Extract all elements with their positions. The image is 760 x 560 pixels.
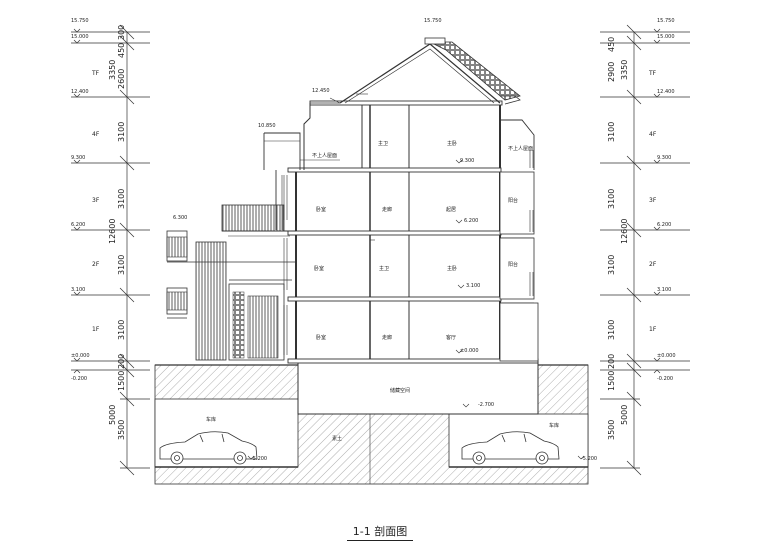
dim-value: 1500: [117, 371, 126, 391]
room-label: 不上人屋面: [508, 145, 533, 152]
car-right: [461, 431, 560, 465]
storage-room: [297, 360, 539, 415]
left-floor-label: 1F: [92, 326, 100, 333]
left-dimension-chain: [71, 24, 150, 476]
room-label: 主卧: [447, 140, 457, 147]
level-label: 3.100: [466, 283, 480, 289]
right-floor-label: 4F: [649, 131, 657, 138]
dim-value: 3350: [620, 60, 629, 80]
dim-value: 200: [117, 354, 126, 369]
right-elevation-label: -0.200: [657, 376, 673, 382]
room-label: 素土: [332, 435, 342, 442]
left-floor-label: 4F: [92, 131, 100, 138]
level-label: -5.200: [581, 456, 597, 462]
room-label: 卧室: [314, 265, 324, 272]
ground-and-basement: [154, 360, 589, 485]
dim-value: 3500: [607, 420, 616, 440]
dim-value: 3100: [117, 122, 126, 142]
room-label: 起居: [446, 207, 456, 213]
dim-value: 450: [607, 37, 616, 52]
dim-value: 1500: [607, 371, 616, 391]
left-level-markers: [73, 28, 81, 374]
room-label: 走廊: [382, 206, 392, 213]
dim-value: 5000: [620, 405, 629, 425]
right-floor-label: TF: [648, 70, 657, 77]
dim-value: 2600: [117, 69, 126, 89]
caption-text: 1-1 剖面图: [346, 525, 414, 541]
right-elevation-label: ±0.000: [657, 353, 676, 359]
left-dimension-values: 300 450 2600 3350 3100 3100 3100 3100 12…: [108, 25, 126, 440]
level-label: 10.850: [258, 123, 276, 129]
room-label: 阳台: [508, 197, 518, 204]
left-elevation-label: 6.200: [71, 222, 85, 228]
left-floor-label: 2F: [92, 261, 100, 268]
right-elevation-label: 12.400: [657, 89, 675, 95]
right-elevation-label: 9.300: [657, 155, 671, 161]
room-label: 卧室: [316, 206, 326, 213]
room-label: 主卫: [379, 265, 389, 272]
right-dimension-chain: [600, 24, 690, 476]
building-level-markers: [247, 159, 585, 460]
room-label: 储藏空间: [390, 387, 410, 394]
level-label: -2.700: [478, 402, 494, 408]
dim-value: 3100: [117, 320, 126, 340]
left-elevation-label: 3.100: [71, 287, 85, 293]
right-floor-label: 3F: [649, 197, 657, 204]
level-label: -5.200: [251, 456, 267, 462]
dim-value: 3100: [607, 255, 616, 275]
right-dimension-values: 450 2900 3350 3100 3100 3100 3100 12600 …: [607, 37, 629, 440]
level-label: 6.200: [464, 218, 478, 224]
room-label: 主卫: [378, 140, 388, 147]
right-floor-label: 2F: [649, 261, 657, 268]
dim-value: 12600: [620, 219, 629, 244]
level-label: 15.750: [424, 18, 442, 24]
dim-value: 3100: [607, 189, 616, 209]
building-level-labels: 15.750 12.450 10.850 9.300 6.200 6.300 3…: [173, 18, 597, 462]
right-elevation-label: 6.200: [657, 222, 671, 228]
left-elevation-label: 15.000: [71, 34, 89, 40]
left-floor-label: 3F: [92, 197, 100, 204]
drawing-caption: 1-1 剖面图: [0, 523, 760, 541]
building-section: [166, 37, 539, 364]
dim-value: 3350: [108, 60, 117, 80]
room-label: 阳台: [508, 261, 518, 268]
right-level-markers: [653, 28, 661, 374]
dim-value: 3100: [607, 320, 616, 340]
dim-value: 200: [607, 354, 616, 369]
room-label: 车库: [549, 422, 559, 429]
car-left: [159, 431, 258, 465]
dim-value: 12600: [108, 219, 117, 244]
left-elevation-label: 15.750: [71, 18, 89, 24]
left-elevation-label: ±0.000: [71, 353, 90, 359]
room-labels: 不上人屋面 不上人屋面 主卫 主卧 卧室 走廊 起居 阳台 卧室 主卫 主卧 阳…: [206, 140, 559, 442]
dim-value: 2900: [607, 62, 616, 82]
left-elevation-label: 9.300: [71, 155, 85, 161]
dim-value: 450: [117, 43, 126, 58]
left-elevation-label: 12.400: [71, 89, 89, 95]
room-label: 主卧: [447, 265, 457, 272]
dim-value: 5000: [108, 405, 117, 425]
level-label: 12.450: [312, 88, 330, 94]
level-label: 9.300: [460, 158, 474, 164]
room-label: 客厅: [446, 334, 456, 341]
room-label: 卧室: [316, 334, 326, 341]
left-floor-label: TF: [91, 70, 100, 77]
right-elevation-label: 15.750: [657, 18, 675, 24]
dim-value: 3500: [117, 420, 126, 440]
dim-value: 3100: [607, 122, 616, 142]
right-elevation-label: 15.000: [657, 34, 675, 40]
left-elevation-label: -0.200: [71, 376, 87, 382]
dim-value: 3100: [117, 189, 126, 209]
dim-value: 300: [117, 25, 126, 40]
right-floor-label: 1F: [649, 326, 657, 333]
room-label: 走廊: [382, 334, 392, 341]
dim-value: 3100: [117, 255, 126, 275]
level-label: 6.300: [173, 215, 187, 221]
room-label: 不上人屋面: [312, 152, 337, 159]
room-label: 车库: [206, 416, 216, 423]
right-elevation-label: 3.100: [657, 287, 671, 293]
level-label: ±0.000: [460, 348, 479, 354]
